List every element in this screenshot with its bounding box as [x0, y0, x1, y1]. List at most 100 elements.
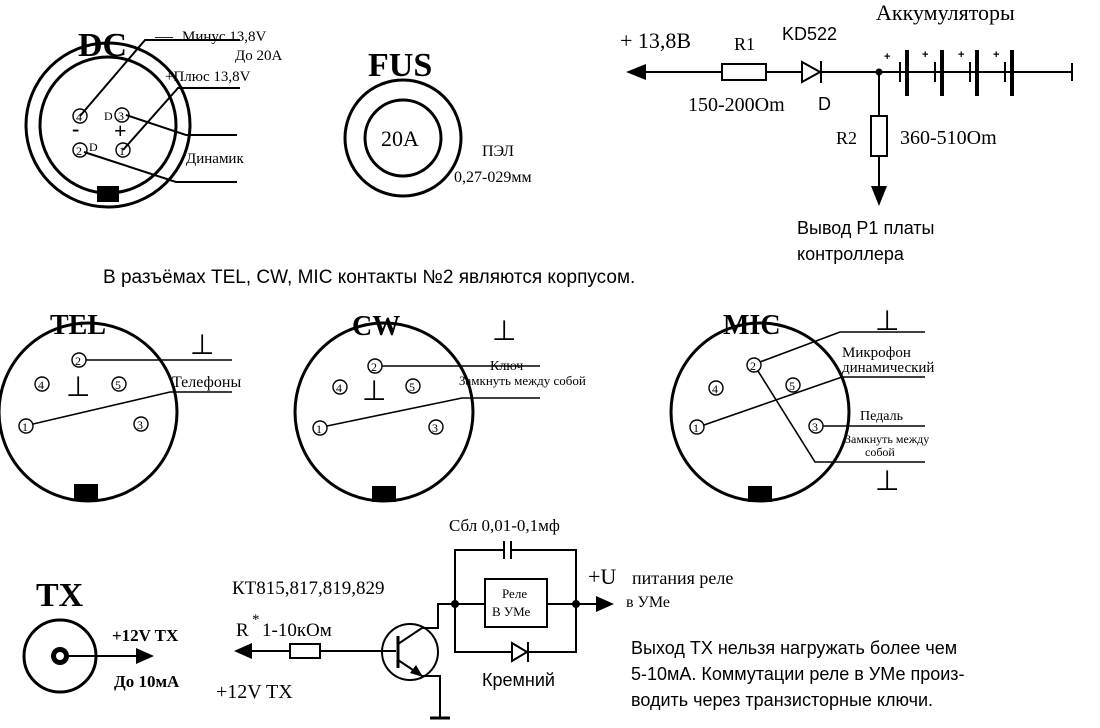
- battery-cell-1: [899, 50, 909, 96]
- cw-pin-2-num: 2: [371, 360, 377, 374]
- r2-value: 360-510Om: [900, 127, 997, 149]
- dc-pin-4-num: 4: [76, 110, 82, 124]
- diode-d-body: [801, 60, 823, 84]
- cw-connector: CW 2 4 5 1 3 ⊥ ⊥ Ключ Замкнуть между соб…: [293, 311, 586, 503]
- cw-pin-5-num: 5: [409, 380, 415, 394]
- fus-rating: 20A: [381, 126, 419, 151]
- tx-input-label: +12V TX: [216, 681, 293, 703]
- mic-connector: MIC 2 4 5 1 3 ⊥ Микрофон динамический Пе…: [669, 306, 934, 503]
- base-resistor-label: R: [236, 620, 249, 641]
- tx-note-line1: Выход ТХ нельзя нагружать более чем: [631, 638, 957, 658]
- tx-relay-driver: КТ815,817,819,829 R * 1-10кОм +12V TX Сб…: [216, 516, 965, 720]
- tel-center-ground: ⊥: [66, 372, 90, 403]
- cell-1-plus: +: [884, 51, 890, 63]
- fus-title: FUS: [368, 47, 432, 84]
- cw-pin-1: [312, 420, 328, 436]
- tel-pin-3: [133, 416, 149, 432]
- transistor-models: КТ815,817,819,829: [232, 578, 385, 599]
- r1-value: 150-200Om: [688, 94, 785, 116]
- battery-cell-3: [969, 50, 979, 96]
- dc-pin-2: [72, 142, 88, 158]
- mic-pin-1: [689, 419, 705, 435]
- mic-short-wire: [757, 370, 925, 463]
- tel-pin-4-num: 4: [38, 378, 44, 392]
- mic-pin-2: [746, 357, 762, 373]
- fus-wire-diameter: 0,27-029мм: [454, 169, 532, 186]
- tel-pin-1: [18, 418, 34, 434]
- cw-pin-4-num: 4: [336, 381, 342, 395]
- cw-key-wire: [326, 397, 540, 427]
- tel-headphone-wire: [32, 391, 232, 425]
- tx-center-pin-hole: [56, 652, 64, 660]
- battery-cell-4: [1004, 50, 1014, 96]
- cw-pin-3: [428, 419, 444, 435]
- dc-inner-minus: -: [72, 116, 79, 141]
- cw-pin-5: [405, 378, 421, 394]
- cw-key-label: Ключ: [490, 359, 523, 374]
- base-resistor-value: 1-10кОм: [262, 620, 332, 641]
- transistor-emitter-arrow: [410, 665, 423, 677]
- supply-label-main: +U: [588, 564, 616, 589]
- r1-label: R1: [734, 34, 755, 54]
- emitter-ground-wire: [422, 675, 441, 718]
- tel-pin-4: [34, 376, 50, 392]
- tel-connector: TEL 2 4 5 1 3 ⊥ ⊥ Телефоны: [0, 310, 241, 503]
- cw-ring: [293, 321, 475, 503]
- tel-headphones-label: Телефоны: [172, 374, 241, 391]
- tx-connector: TX +12V TX До 10мА: [22, 577, 180, 694]
- diode-wire-right: [528, 604, 577, 653]
- supply-label-rest: питания реле: [632, 568, 733, 588]
- mic-pin-1-num: 1: [693, 421, 699, 435]
- mic-pin-3-num: 3: [812, 420, 818, 434]
- mic-label-line1: Микрофон: [842, 345, 911, 361]
- tx-note-line2: 5-10мА. Коммутации реле в УМе произ-: [631, 664, 965, 684]
- mic-pedal-label: Педаль: [860, 409, 903, 424]
- tel-pin-2-num: 2: [75, 354, 81, 368]
- mic-ground-wire: [759, 331, 925, 363]
- mic-pin-2-num: 2: [750, 359, 756, 373]
- diode-d-label: D: [818, 94, 831, 114]
- mic-title: MIC: [723, 310, 781, 341]
- diode-wire-left: [454, 604, 512, 653]
- cell-2-plus: +: [922, 49, 928, 61]
- cw-key-notch: [372, 486, 396, 502]
- flyback-diode-label: Кремний: [482, 670, 555, 690]
- mic-label-line2: динамический: [842, 360, 934, 376]
- dc-pin-3-num: 3: [118, 109, 124, 123]
- tel-pin-5: [111, 376, 127, 392]
- r1-resistor: [721, 63, 767, 81]
- battery-output-arrow: [626, 64, 646, 80]
- ground-note: В разъёмах TEL, CW, MIC контакты №2 явля…: [103, 267, 635, 288]
- dc-minus-wire: [79, 39, 240, 117]
- mic-pin-4-num: 4: [712, 382, 718, 396]
- battery-cell-2: [934, 50, 944, 96]
- dc-speaker-wire-2: [83, 151, 237, 183]
- cell-3-plus: +: [958, 49, 964, 61]
- mic-short-line1: Замкнуть между: [845, 432, 929, 446]
- relay-label-line1: Реле: [502, 586, 527, 601]
- dc-inner-plus: +: [114, 118, 127, 143]
- dc-minus-label: Минус 13,8V: [182, 29, 267, 45]
- tel-ground-symbol: ⊥: [190, 330, 214, 361]
- mic-signal-wire: [703, 376, 925, 426]
- tx-input-arrow: [234, 643, 252, 659]
- capacitor-label: Сбл 0,01-0,1мф: [449, 516, 560, 535]
- mic-ground-symbol-bottom: ⊥: [875, 466, 899, 497]
- tel-key-notch: [74, 484, 98, 500]
- dc-key-notch: [97, 186, 119, 202]
- tx-output-arrow: [136, 648, 154, 664]
- mic-key-notch: [748, 486, 772, 502]
- transistor-collector: [397, 627, 423, 645]
- battery-voltage-label: + 13,8В: [620, 28, 691, 53]
- dc-plus-wire: [122, 87, 240, 151]
- fus-wire-type: ПЭЛ: [482, 143, 514, 160]
- tel-pin-3-num: 3: [137, 418, 143, 432]
- mic-pin-4: [708, 380, 724, 396]
- tel-title: TEL: [50, 310, 106, 341]
- tx-note-line3: водить через транзисторные ключи.: [631, 690, 933, 710]
- r2-resistor: [870, 115, 888, 157]
- base-resistor: [289, 643, 321, 659]
- mic-ring: [669, 321, 851, 503]
- cap-wire-left: [454, 549, 503, 604]
- transistor-body: [381, 623, 439, 681]
